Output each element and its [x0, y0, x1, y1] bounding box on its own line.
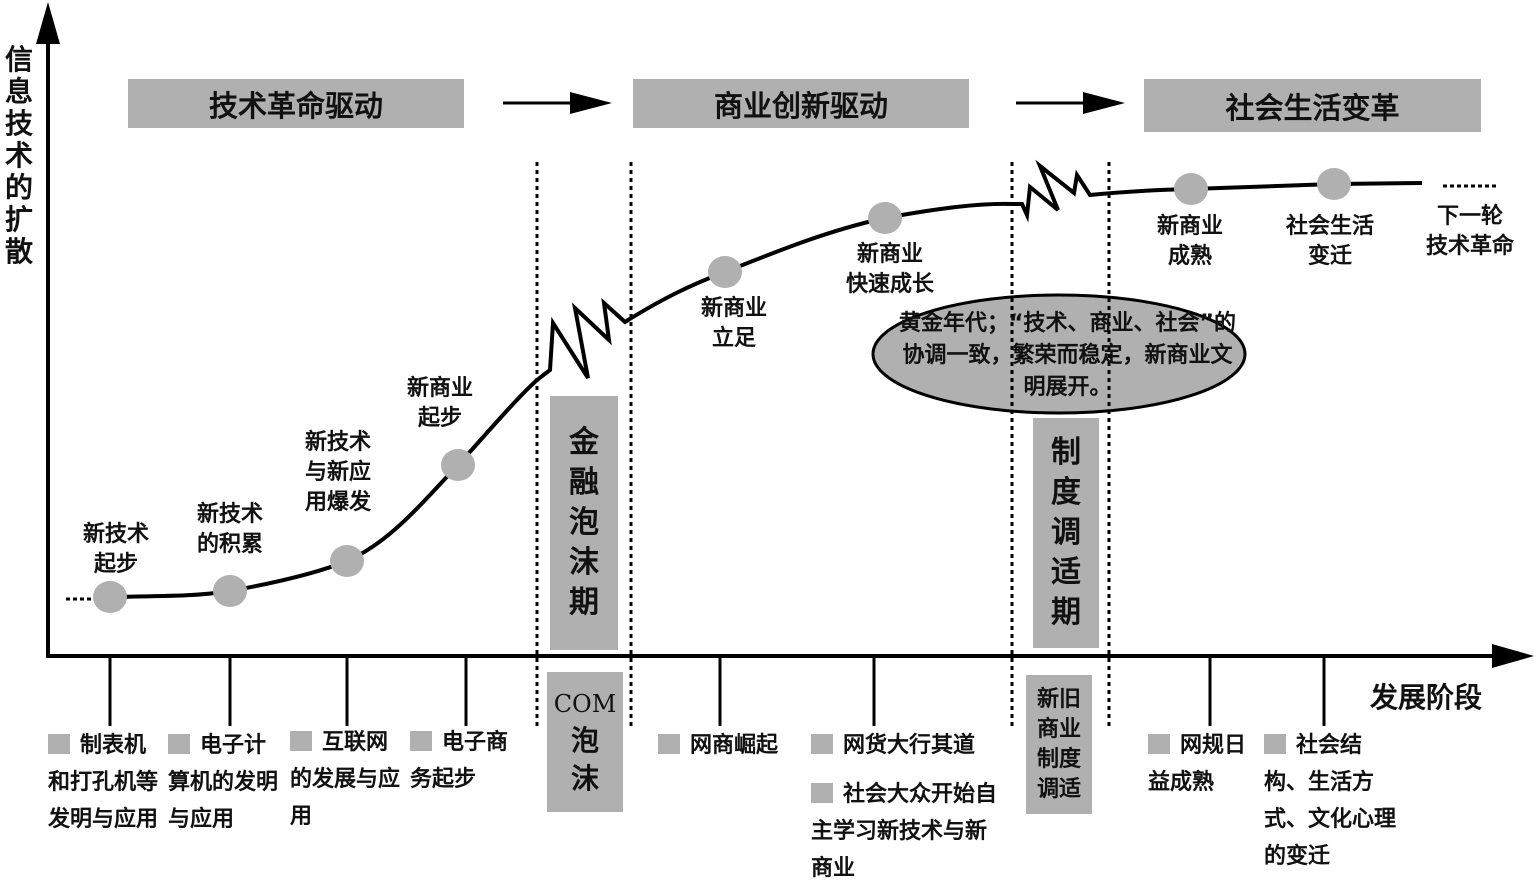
- node-label-next-revolution: 下一轮 技术革命: [1425, 204, 1514, 259]
- adjust-period-label: 制度调适期: [1051, 435, 1081, 630]
- event-item: 制表机和打孔机等发明与应用: [48, 733, 159, 832]
- event-item: 网货大行其道: [811, 727, 1006, 764]
- event-item: 网规日益成熟: [1148, 733, 1247, 795]
- event-item: 网商崛起: [658, 727, 808, 764]
- event-item: 电子计算机的发明与应用: [168, 733, 279, 832]
- phase-social-change: 社会生活变革: [1144, 79, 1481, 132]
- golden-age-ellipse: [871, 293, 1247, 415]
- bullet-square-icon: [410, 731, 432, 751]
- institution-adjust-label: 新旧商业制度调适: [1036, 686, 1081, 802]
- diffusion-curve: [109, 159, 1423, 599]
- node-label-business-start: 新商业 起步: [406, 376, 473, 431]
- node-label-business-growth: 新商业 快速成长: [845, 242, 934, 297]
- bubble-period-label: 金融泡沫期: [569, 425, 599, 620]
- adjust-period-box: 制度调适期: [1033, 418, 1099, 648]
- phase-business-innovation: 商业创新驱动: [633, 79, 969, 128]
- node-label-tech-start: 新技术 起步: [82, 522, 149, 577]
- node-label-tech-explode: 新技术 与新应 用爆发: [304, 430, 371, 515]
- node-marker: [868, 202, 902, 234]
- phase-arrow-1: [503, 92, 612, 114]
- event-item: 社会大众开始自主学习新技术与新商业: [811, 782, 998, 881]
- bullet-square-icon: [1148, 734, 1170, 754]
- bullet-square-icon: [48, 734, 70, 754]
- y-axis-label: 信息技术的扩散: [4, 43, 33, 268]
- node-label-social-change: 社会生活 变迁: [1285, 214, 1374, 269]
- node-marker: [1174, 173, 1208, 205]
- node-label-tech-accumulate: 新技术 的积累: [196, 502, 263, 557]
- golden-age-text: 黄金年代；“技术、商业、社会”的协调一致，繁荣而稳定，新商业文明展开。: [899, 311, 1236, 400]
- x-axis-arrowhead: [1492, 644, 1534, 668]
- node-marker: [93, 581, 127, 613]
- y-axis-arrowhead: [36, 2, 60, 44]
- node-marker: [213, 575, 247, 607]
- bullet-square-icon: [811, 734, 833, 754]
- bullet-square-icon: [1264, 734, 1286, 754]
- com-bubble-line1: COM: [553, 690, 617, 718]
- com-bubble-box: COM 泡沫: [547, 672, 623, 812]
- node-label-business-foothold: 新商业 立足: [700, 296, 767, 351]
- bullet-square-icon: [811, 783, 833, 803]
- phase-arrow-2: [1016, 92, 1125, 114]
- node-marker: [330, 545, 364, 577]
- event-item: 电子商务起步: [410, 730, 509, 792]
- node-marker: [1317, 168, 1351, 200]
- bubble-period-box: 金融泡沫期: [550, 396, 618, 650]
- node-marker: [441, 449, 475, 481]
- x-axis-label: 发展阶段: [1370, 681, 1483, 714]
- bullet-square-icon: [168, 734, 190, 754]
- node-marker: [708, 256, 742, 288]
- bullet-square-icon: [658, 734, 680, 754]
- phase-tech-revolution: 技术革命驱动: [128, 79, 464, 128]
- bullet-square-icon: [290, 731, 312, 751]
- node-label-business-mature: 新商业 成熟: [1156, 214, 1223, 269]
- event-item: 社会结构、生活方式、文化心理的变迁: [1264, 733, 1397, 869]
- com-bubble-line2: 泡沫: [570, 724, 599, 795]
- event-item: 互联网的发展与应用: [290, 730, 401, 829]
- institution-adjust-box: 新旧商业制度调适: [1026, 675, 1092, 814]
